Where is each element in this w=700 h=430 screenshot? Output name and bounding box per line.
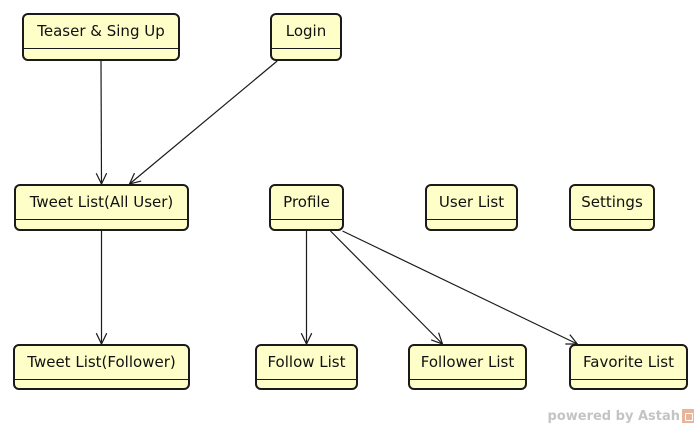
astah-logo-icon — [682, 409, 694, 423]
state-divider — [271, 219, 342, 220]
state-divider — [427, 219, 516, 220]
state-label: Follow List — [267, 353, 346, 371]
state-login[interactable]: Login — [270, 13, 342, 61]
state-divider — [272, 48, 340, 49]
state-divider — [571, 219, 653, 220]
watermark-text: powered by Astah — [547, 408, 680, 424]
state-tweet-list-follower[interactable]: Tweet List(Follower) — [13, 344, 190, 390]
state-favorite-list[interactable]: Favorite List — [569, 344, 688, 390]
transition-profile-to-favorite_list[interactable] — [342, 230, 578, 345]
state-user-list[interactable]: User List — [425, 184, 518, 231]
state-tweet-list-all-user[interactable]: Tweet List(All User) — [14, 184, 189, 231]
state-label: Favorite List — [583, 353, 674, 371]
state-teaser-signup[interactable]: Teaser & Sing Up — [22, 13, 180, 61]
transition-profile-to-follower_list[interactable] — [330, 230, 443, 345]
state-divider — [16, 219, 187, 220]
transition-login-to-tweet_all[interactable] — [129, 60, 278, 185]
state-label: Tweet List(All User) — [29, 193, 174, 211]
state-divider — [571, 379, 686, 380]
state-label: Follower List — [420, 353, 515, 371]
state-divider — [257, 379, 356, 380]
state-label: Login — [285, 22, 327, 40]
state-label: Tweet List(Follower) — [27, 353, 176, 371]
state-label: Teaser & Sing Up — [37, 22, 165, 40]
state-settings[interactable]: Settings — [569, 184, 655, 231]
state-follower-list[interactable]: Follower List — [408, 344, 527, 390]
state-follow-list[interactable]: Follow List — [255, 344, 358, 390]
state-divider — [15, 379, 188, 380]
transition-teaser-to-tweet_all[interactable] — [100, 60, 103, 185]
state-divider — [410, 379, 525, 380]
state-label: Profile — [283, 193, 330, 211]
state-divider — [24, 48, 178, 49]
state-label: User List — [438, 193, 505, 211]
astah-watermark: powered by Astah — [548, 407, 694, 425]
state-label: Settings — [581, 193, 643, 211]
state-profile[interactable]: Profile — [269, 184, 344, 231]
